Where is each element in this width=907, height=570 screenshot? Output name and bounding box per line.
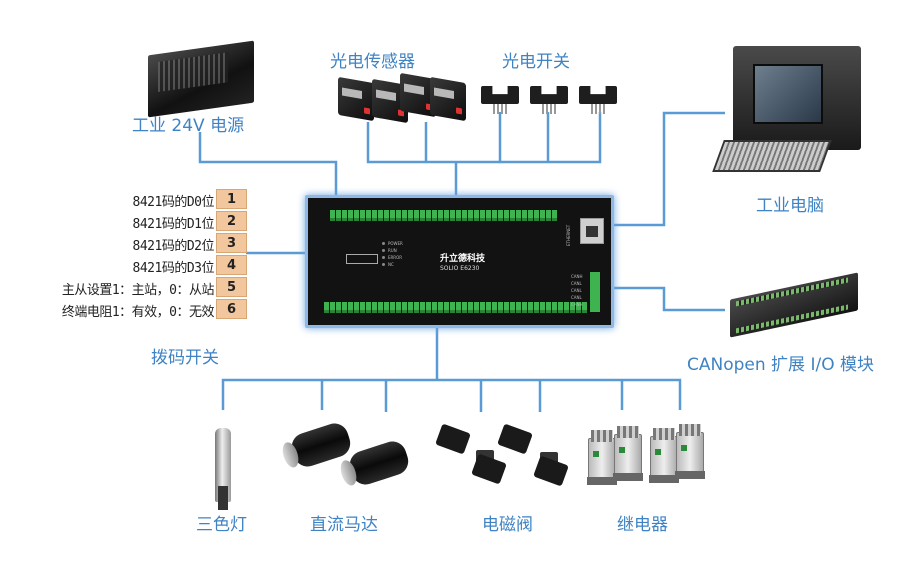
can-label: CANL — [571, 295, 582, 300]
photo-sensor-image — [430, 76, 466, 122]
dip-row-number: 2 — [216, 211, 247, 231]
pc-keyboard-image — [712, 140, 832, 172]
can-label: CANL — [571, 288, 582, 293]
relay-image — [649, 428, 679, 483]
connection-line — [498, 112, 602, 164]
photo-sensor-label: 光电传感器 — [330, 52, 415, 72]
dc-motor-label: 直流马达 — [310, 515, 378, 535]
tri-color-lamp-label: 三色灯 — [196, 515, 247, 535]
dip-row-number: 6 — [216, 299, 247, 319]
can-terminal-block — [590, 272, 600, 312]
dip-row-number: 1 — [216, 189, 247, 209]
dip-row-text: 8421码的D0位 — [132, 195, 215, 210]
dip-row-text: 8421码的D3位 — [132, 261, 215, 276]
connection-line — [608, 111, 725, 227]
tri-color-lamp-image — [215, 428, 231, 502]
connection-line — [221, 378, 682, 410]
top-terminal-strip — [330, 210, 557, 221]
ethernet-port — [580, 218, 604, 244]
dip-row: 8421码的D2位 3 — [0, 233, 247, 254]
dip-row-number: 4 — [216, 255, 247, 275]
relay-image — [613, 426, 643, 481]
dip-row: 终端电阻1：有效，0：无效 6 — [0, 299, 247, 320]
industrial-pc-label: 工业电脑 — [756, 196, 824, 216]
dip-switch-table: 8421码的D0位 1 8421码的D1位 2 8421码的D2位 3 8421… — [0, 189, 247, 321]
bottom-terminal-strip — [324, 302, 587, 313]
photo-switch-image — [481, 86, 519, 104]
led-label: POWER — [388, 241, 403, 246]
connection-line — [198, 132, 338, 196]
photo-switch-image — [530, 86, 568, 104]
dip-row: 8421码的D3位 4 — [0, 255, 247, 276]
dip-row-number: 3 — [216, 233, 247, 253]
board-model-label: SOLIO E6230 — [440, 265, 480, 272]
relay-image — [587, 430, 617, 485]
ethernet-port-label: ETHERNET — [566, 224, 571, 246]
canopen-io-label: CANopen 扩展 I/O 模块 — [687, 355, 874, 375]
solenoid-valve-label: 电磁阀 — [482, 515, 533, 535]
dip-switch-label: 拨码开关 — [151, 348, 219, 368]
dip-row-text: 8421码的D2位 — [132, 239, 215, 254]
can-label: CANL — [571, 281, 582, 286]
photo-switch-image — [579, 86, 617, 104]
led-label: ERROR — [388, 255, 403, 260]
dip-row: 8421码的D1位 2 — [0, 211, 247, 232]
dip-row: 8421码的D0位 1 — [0, 189, 247, 210]
dip-row-text: 8421码的D1位 — [132, 217, 215, 232]
board-brand-label: 升立德科技 — [440, 254, 486, 264]
led-label: NC — [388, 262, 394, 267]
dip-row-text: 主从设置1：主站，0：从站 — [61, 283, 215, 298]
led-label: RUN — [388, 248, 397, 253]
connection-line — [608, 286, 725, 312]
dip-row-number: 5 — [216, 277, 247, 297]
dip-row-text: 终端电阻1：有效，0：无效 — [61, 305, 215, 320]
industrial-pc-image — [733, 46, 861, 150]
photo-sensor-image — [338, 76, 374, 122]
power-supply-label: 工业 24V 电源 — [132, 116, 245, 136]
photo-switch-label: 光电开关 — [502, 52, 570, 72]
dip-row: 主从设置1：主站，0：从站 5 — [0, 277, 247, 298]
can-label: CANH — [571, 302, 583, 307]
connection-line — [366, 122, 456, 164]
controller-board: ETHERNET POWER RUN ERROR NC 升立德科技 SOLIO … — [305, 195, 614, 328]
relay-image — [675, 424, 705, 479]
can-label: CANH — [571, 274, 583, 279]
relay-label: 继电器 — [617, 515, 668, 535]
dip-switch-component — [346, 254, 378, 264]
